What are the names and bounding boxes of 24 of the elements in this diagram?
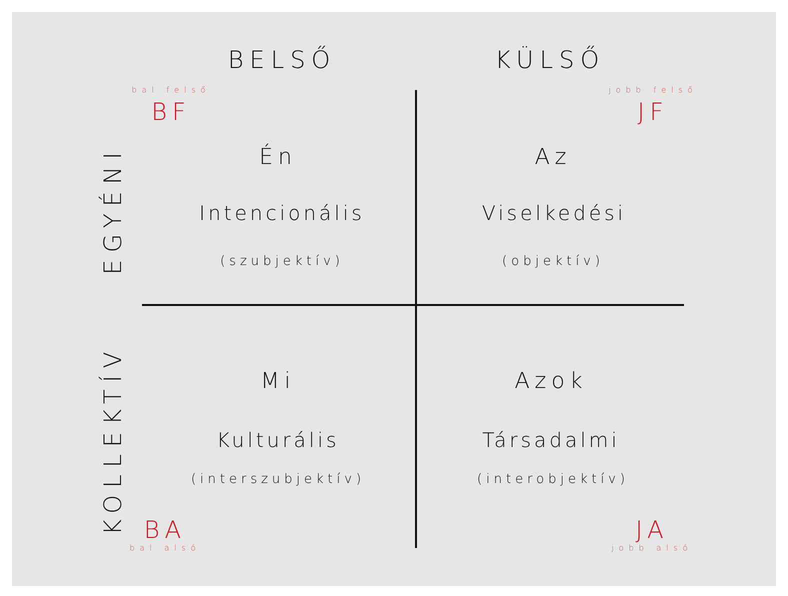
quadrant-pronoun: Mi [260, 370, 296, 394]
quadrant-title: Viselkedési [482, 202, 626, 224]
column-heading: KÜLSŐ [494, 46, 606, 74]
quadrant-code: JA [635, 516, 669, 544]
row-heading: KOLLEKTÍV [100, 344, 126, 536]
quadrant-subtitle: (szubjektív) [220, 254, 344, 270]
quadrant-subtitle: (interobjektív) [477, 472, 629, 488]
quadrant-title: Társadalmi [482, 429, 620, 451]
row-heading: EGYÉNI [100, 145, 126, 275]
quadrant-pronoun: Az [534, 146, 572, 170]
quadrant-caption: bal alsó [130, 544, 200, 554]
quadrant-subtitle: (interszubjektív) [190, 472, 366, 488]
column-heading: BELSŐ [228, 46, 336, 74]
quadrant-pronoun: Azok [514, 370, 588, 394]
quadrant-pronoun: Én [259, 146, 297, 170]
quadrant-code: BF [151, 98, 191, 126]
quadrant-subtitle: (objektív) [502, 254, 604, 270]
quadrant-title: Intencionális [199, 202, 365, 224]
quadrant-caption: jobb alsó [612, 544, 692, 554]
quadrant-code: JF [638, 98, 668, 126]
quadrant-caption: jobb felső [608, 86, 698, 96]
quadrant-code: BA [144, 516, 186, 544]
quadrant-title: Kulturális [216, 429, 340, 451]
quadrant-caption: bal felső [132, 86, 210, 96]
